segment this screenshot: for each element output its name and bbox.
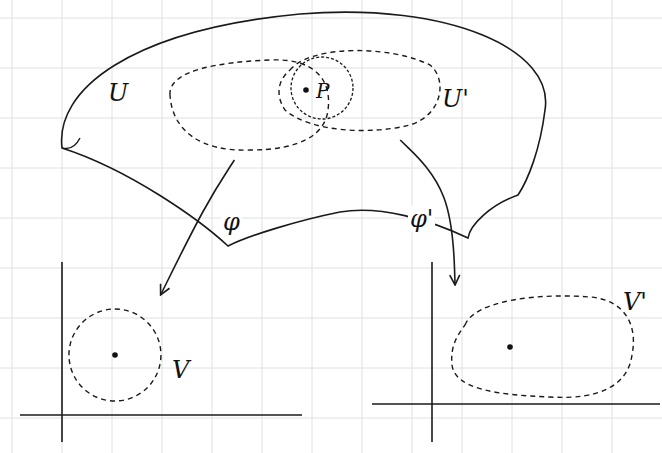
axis-horizontal <box>372 403 660 405</box>
point-dot <box>303 87 309 93</box>
chart-domain: U' <box>270 40 480 140</box>
region-outline <box>452 296 634 397</box>
region-outline <box>279 51 440 131</box>
manifold-surface <box>62 12 546 246</box>
point-dot <box>507 344 513 350</box>
dashed-region <box>62 295 207 415</box>
region-outline <box>170 60 329 150</box>
neighbourhood-circle <box>291 57 353 119</box>
set-label: V' <box>623 289 647 315</box>
map-label: φ <box>221 209 242 235</box>
dashed-region <box>100 50 340 160</box>
chart-map-arrow <box>400 140 455 285</box>
axis-vertical <box>431 262 433 442</box>
map-label: φ' <box>408 206 435 232</box>
point-dot <box>112 352 118 358</box>
dashed-region <box>440 285 655 410</box>
point-label: P <box>316 80 329 102</box>
chart-image: V <box>62 295 207 415</box>
set-label: U <box>108 80 128 106</box>
chart-domain: U <box>100 50 340 160</box>
axis-horizontal <box>20 414 302 416</box>
chart-image: V' <box>440 285 655 410</box>
set-label: V <box>172 357 189 383</box>
surface-fold <box>62 138 80 149</box>
set-label: U' <box>442 86 469 112</box>
region-outline <box>69 309 161 401</box>
